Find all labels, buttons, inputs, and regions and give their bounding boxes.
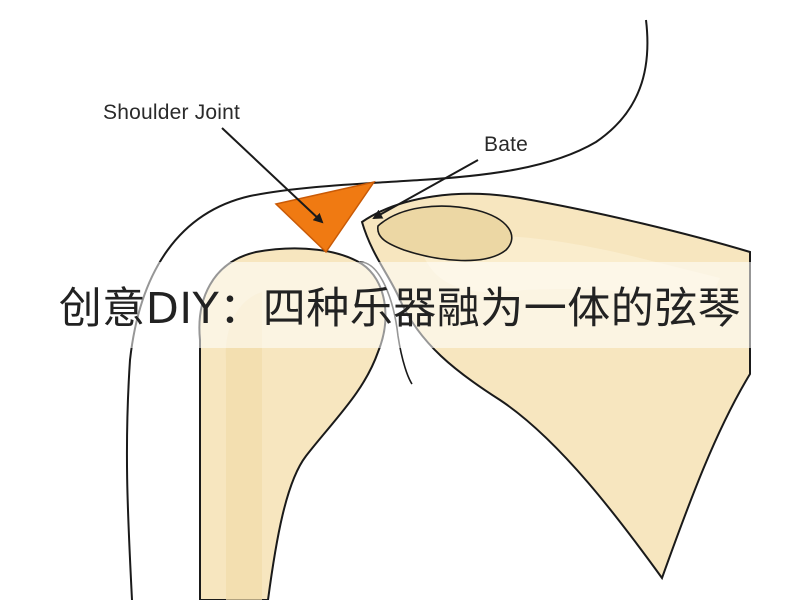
- caption-title: 创意DIY：四种乐器融为一体的弦琴: [58, 284, 742, 334]
- shoulder-outline: [125, 19, 649, 600]
- orange-triangle-marker: [274, 180, 376, 254]
- shoulder-joint-arrow: [221, 127, 324, 224]
- humerus-shaft-shade: [225, 292, 262, 600]
- bate-arrow: [372, 159, 479, 219]
- bate-label: Bate: [484, 133, 528, 156]
- shoulder-joint-label: Shoulder Joint: [103, 101, 241, 124]
- acromion-bone: [377, 205, 513, 262]
- caption-banner: [0, 262, 800, 348]
